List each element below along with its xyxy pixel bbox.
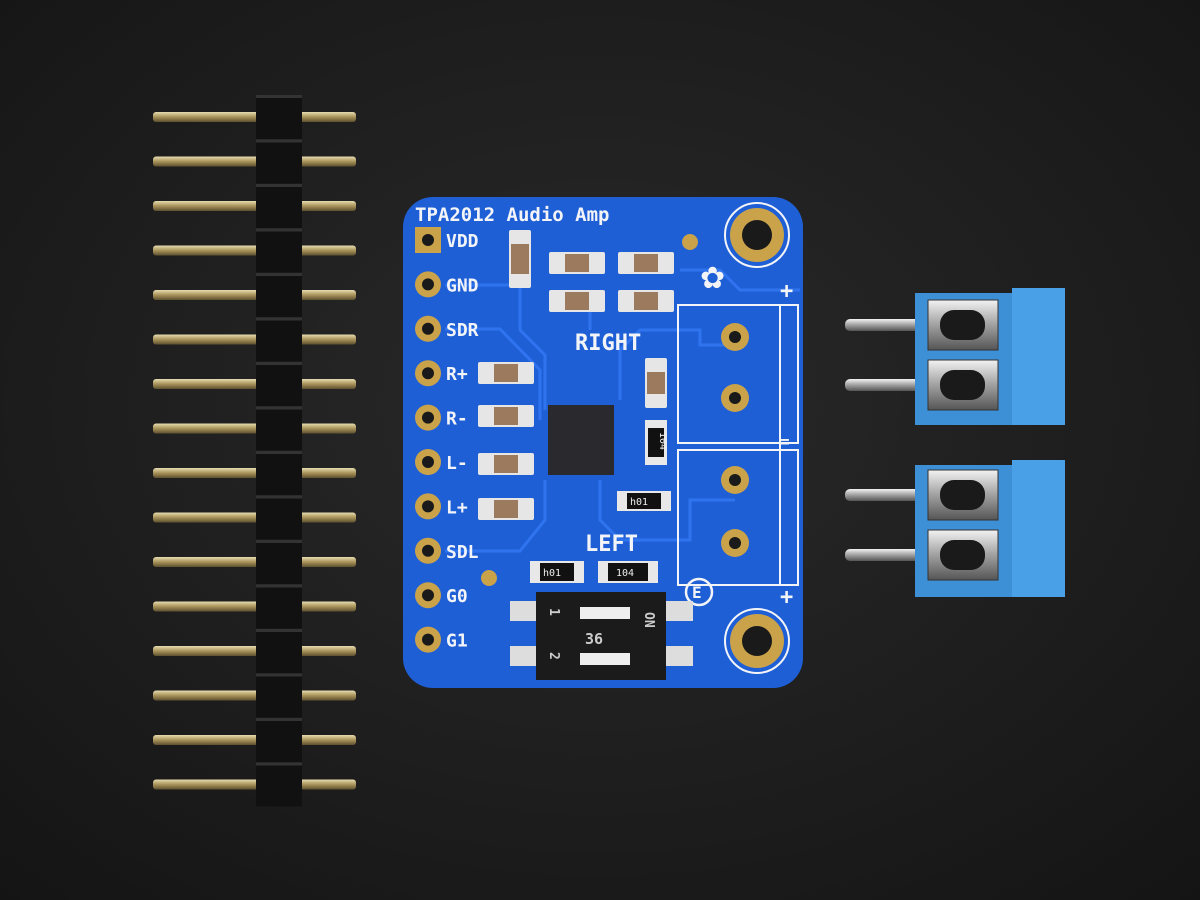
header-pin [153,584,356,629]
pin-label: L+ [446,497,468,518]
capacitor [478,362,534,384]
edge-pin-sdl: SDL [415,537,479,564]
svg-text:104: 104 [616,568,634,579]
mounting-hole-bottom [724,608,790,674]
header-pin [153,629,356,673]
pcb-board: TPA2012 Audio Amp VDD GND SDR R+ R- L- L+ SDL G0… [403,197,803,688]
right-label: RIGHT [575,331,641,356]
header-pin [153,718,356,762]
resistor: h01 [530,561,584,583]
header-pin [153,406,356,451]
switch-on-label: ON [641,612,656,628]
switch-pos-1: 1 [546,608,561,616]
e-mark: E [692,583,702,602]
svg-text:h01: h01 [543,568,561,579]
capacitor [645,358,667,408]
pin-label: R- [446,409,468,430]
pin-label: R+ [446,364,468,385]
header-pin [153,540,356,584]
pin-label: G0 [446,586,468,607]
capacitor [478,453,534,475]
resistor: 104 [598,561,658,583]
output-footprint [677,304,799,586]
fiducial [682,234,698,250]
pin-label: VDD [446,231,479,252]
traces [445,268,800,553]
mounting-hole-top [724,202,790,268]
dip-switch[interactable]: 36 1 2 ON [510,592,693,680]
switch-number: 36 [585,630,603,648]
capacitor [549,290,605,312]
edge-pin-gnd: GND [415,271,479,298]
fiducial [481,570,497,586]
amplifier-chip [548,405,614,475]
left-label: LEFT [585,532,638,557]
capacitor [478,405,534,427]
pin-label: G1 [446,631,468,652]
header-pin [153,362,356,406]
capacitor [549,252,605,274]
header-pin [153,495,356,540]
edge-pin-rplus: R+ [415,360,468,387]
minus-mark: = [780,432,790,451]
resistor: 104 [645,420,668,465]
capacitor [478,498,534,520]
header-pin [153,228,356,273]
edge-pin-sdr: SDR [415,315,479,342]
header-pin [153,317,356,362]
pin-label: L- [446,453,468,474]
header-pin [153,673,356,718]
edge-pin-vdd: VDD [415,227,479,253]
header-pin [153,95,356,139]
board-title: TPA2012 Audio Amp [415,204,609,226]
svg-text:h01: h01 [630,497,648,508]
switch-pos-2: 2 [546,652,561,660]
edge-pin-lminus: L- [415,449,468,475]
header-pin [153,184,356,228]
screw-terminal [845,460,1065,597]
header-pin [153,762,356,807]
header-pin [153,273,356,317]
resistor: h01 [617,491,671,511]
pin-label: GND [446,275,479,296]
screw-terminals [845,288,1065,597]
smd-components [478,230,674,520]
star-logo-icon: ✿ [700,262,725,295]
capacitor [618,290,674,312]
screw-terminal [845,288,1065,425]
edge-pin-g0: G0 [415,582,468,609]
plus-mark: + [780,279,793,304]
header-pin [153,451,356,495]
edge-pin-g1: G1 [415,626,468,653]
svg-text:104: 104 [657,432,668,450]
plus-mark-bottom: + [780,585,793,610]
header-pin [153,139,356,184]
pin-header [153,95,356,807]
capacitor [618,252,674,274]
pin-label: SDR [446,320,479,341]
edge-pin-rminus: R- [415,404,468,431]
edge-pin-lplus: L+ [415,493,468,520]
capacitor [509,230,531,288]
pin-label: SDL [446,542,479,563]
